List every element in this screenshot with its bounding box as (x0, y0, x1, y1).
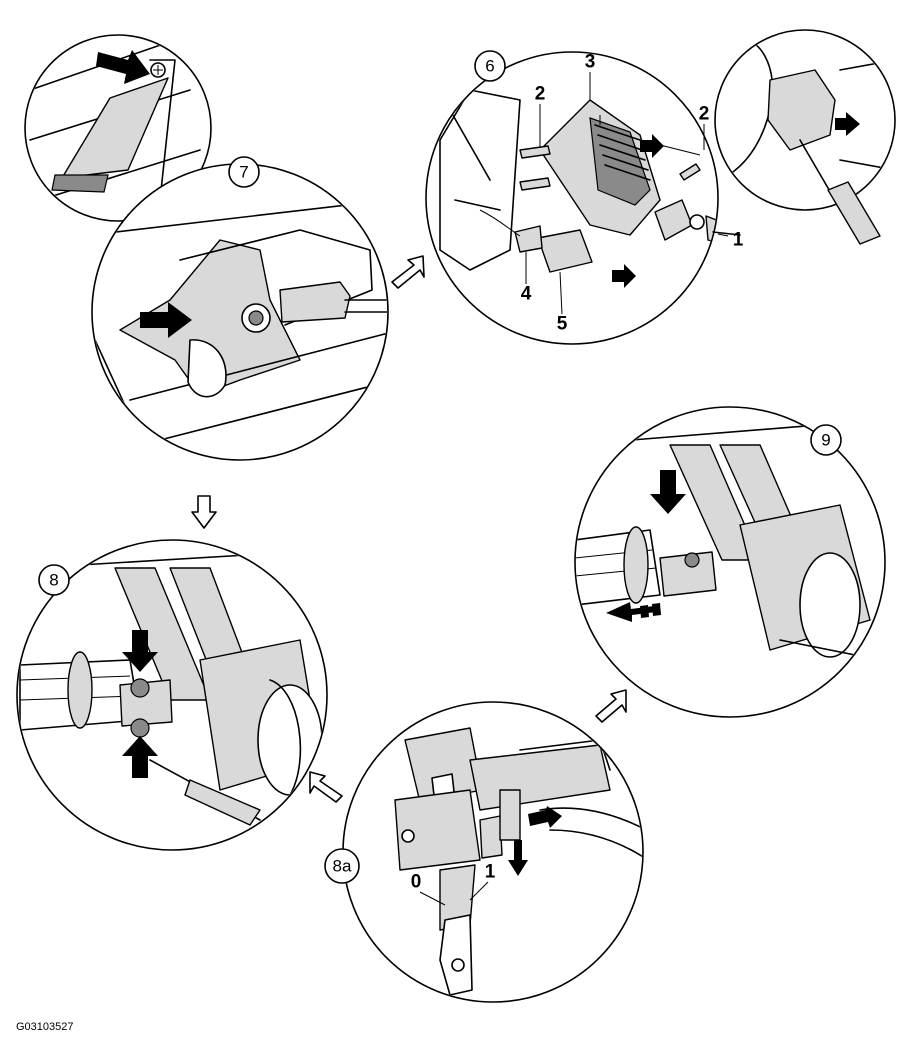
detail-8a: 8a 0 1 (324, 701, 644, 1003)
part-label-1: 1 (733, 230, 744, 251)
part-label-4: 4 (521, 284, 532, 305)
step-badge-9 (810, 424, 842, 456)
pull-arrow-icon (528, 806, 562, 828)
step-badge-8a (324, 848, 360, 884)
push-arrow-icon (96, 50, 150, 84)
detail-6-inset (712, 29, 896, 245)
removal-arrow-icon (835, 112, 860, 136)
detail-6: 6 3 2 2 1 4 5 (425, 50, 744, 345)
step-badge-8 (38, 564, 70, 596)
detail-8: 8 (16, 539, 328, 851)
detail-9: 9 (574, 406, 886, 718)
pull-arrow-icon (508, 840, 528, 876)
flow-arrow-icon (595, 689, 627, 723)
push-arrow-icon (140, 302, 192, 338)
removal-arrow-icon (640, 134, 664, 158)
removal-arrow-icon (612, 264, 636, 288)
push-arrow-icon (122, 736, 158, 778)
flow-arrow-icon (391, 255, 425, 289)
detail-7-inset (24, 34, 212, 301)
step-badge-7 (228, 156, 260, 188)
part-label-5: 5 (557, 314, 568, 335)
step-badge-6 (474, 50, 506, 82)
step-label-9: 9 (821, 431, 830, 450)
reference-code: G03103527 (16, 1021, 74, 1033)
part-label-3: 3 (585, 52, 596, 73)
pull-arrow-icon (606, 602, 656, 622)
key-position-0: 0 (411, 872, 422, 893)
key-position-1: 1 (485, 862, 496, 883)
step-label-8: 8 (49, 571, 58, 590)
detail-7: 7 (91, 156, 389, 461)
step-label-7: 7 (239, 163, 248, 182)
part-label-2-left: 2 (535, 84, 546, 105)
push-arrow-icon (650, 470, 686, 514)
step-label-6: 6 (485, 57, 494, 76)
step-label-8a: 8a (333, 857, 352, 876)
push-arrow-icon (122, 630, 158, 672)
part-label-2-right: 2 (699, 104, 710, 125)
flow-arrow-icon (309, 771, 343, 803)
flow-arrow-icon (191, 495, 217, 529)
